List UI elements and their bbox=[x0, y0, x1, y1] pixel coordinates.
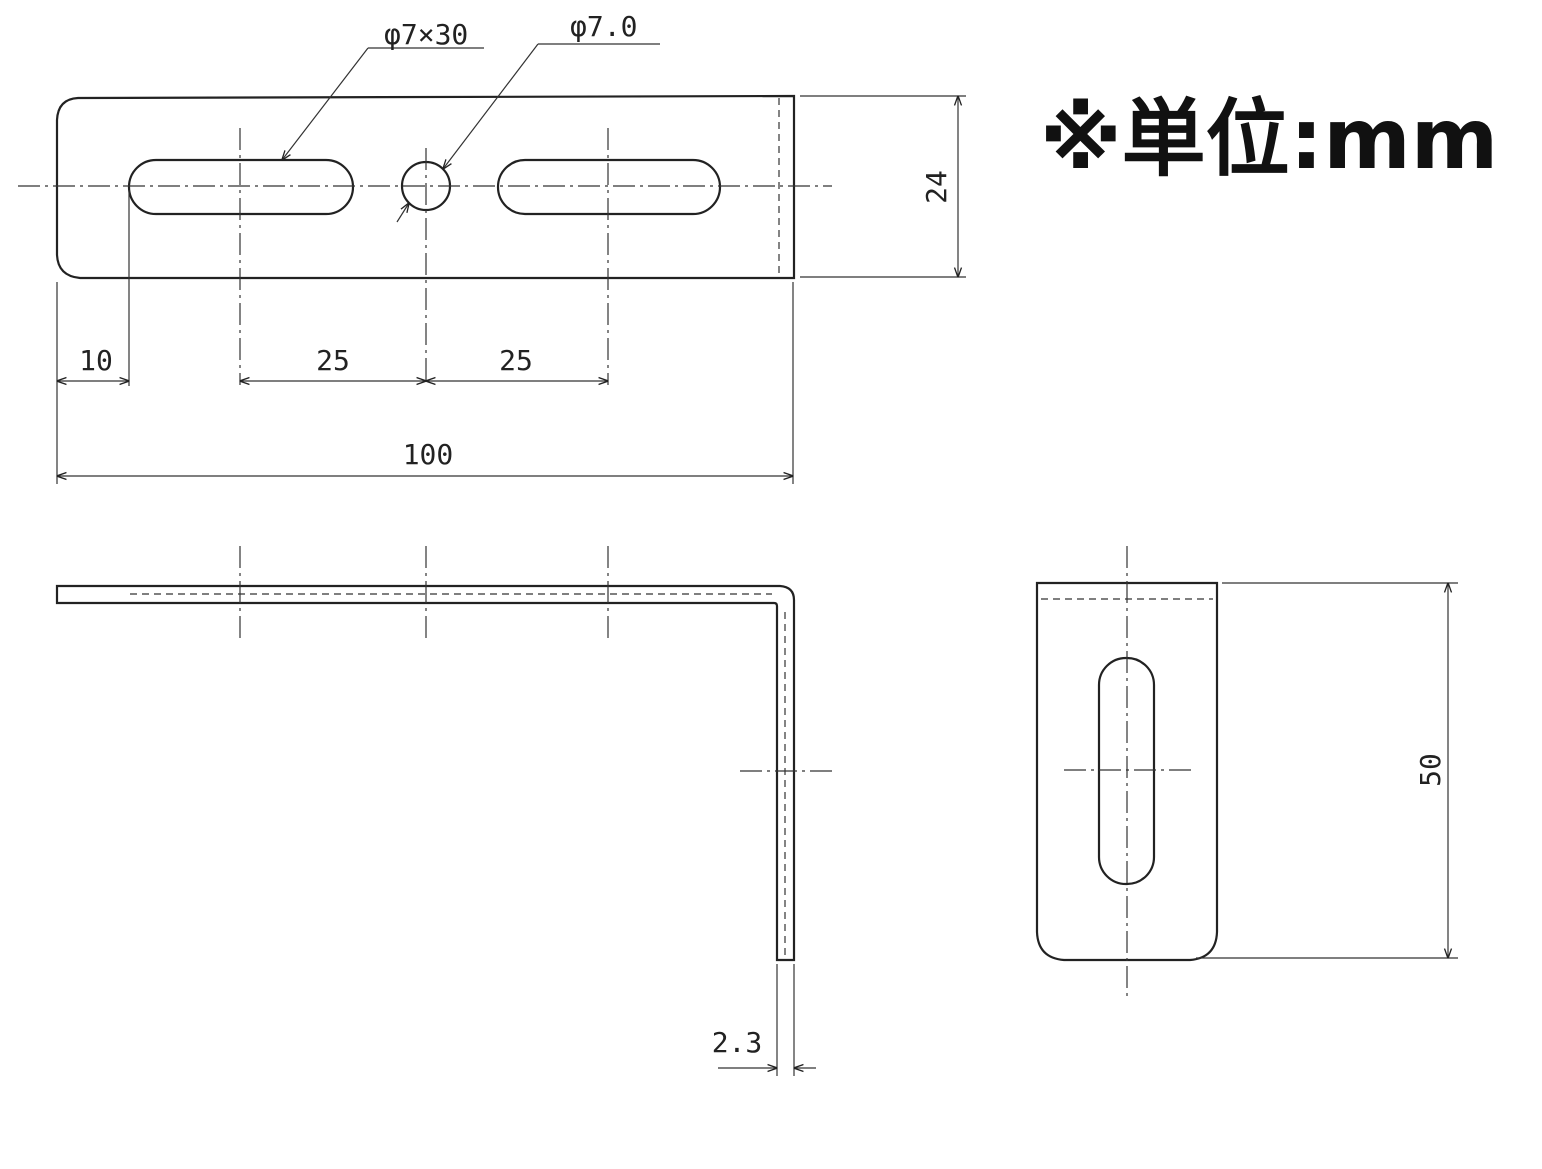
top-view bbox=[18, 94, 966, 484]
dim-24-label: 24 bbox=[920, 170, 953, 204]
dim-100-label: 100 bbox=[403, 438, 454, 471]
slot-callout-label: φ7×30 bbox=[384, 18, 468, 51]
dim-25-left-label: 25 bbox=[316, 344, 350, 377]
unit-note: ※単位:mm bbox=[1040, 90, 1498, 188]
hole-callout-tail bbox=[396, 203, 409, 223]
hole-callout-label: φ7.0 bbox=[570, 10, 637, 43]
dim-2-3-label: 2.3 bbox=[712, 1026, 763, 1059]
dim-25-right-label: 25 bbox=[499, 344, 533, 377]
side-view: 50 bbox=[1035, 546, 1458, 998]
front-view: 2.3 bbox=[55, 546, 832, 1076]
right-slot bbox=[496, 158, 722, 216]
side-outline bbox=[1035, 581, 1219, 962]
slot-callout-leader bbox=[282, 47, 369, 160]
left-slot bbox=[127, 158, 355, 216]
dim-50-label: 50 bbox=[1414, 753, 1447, 787]
hole-callout-leader bbox=[443, 43, 539, 169]
top-view-dimensions: 10 25 25 100 24 φ7×30 φ7.0 bbox=[57, 10, 958, 476]
l-profile-outline bbox=[55, 584, 796, 962]
dim-10-label: 10 bbox=[79, 344, 113, 377]
plate-outline bbox=[55, 94, 796, 280]
